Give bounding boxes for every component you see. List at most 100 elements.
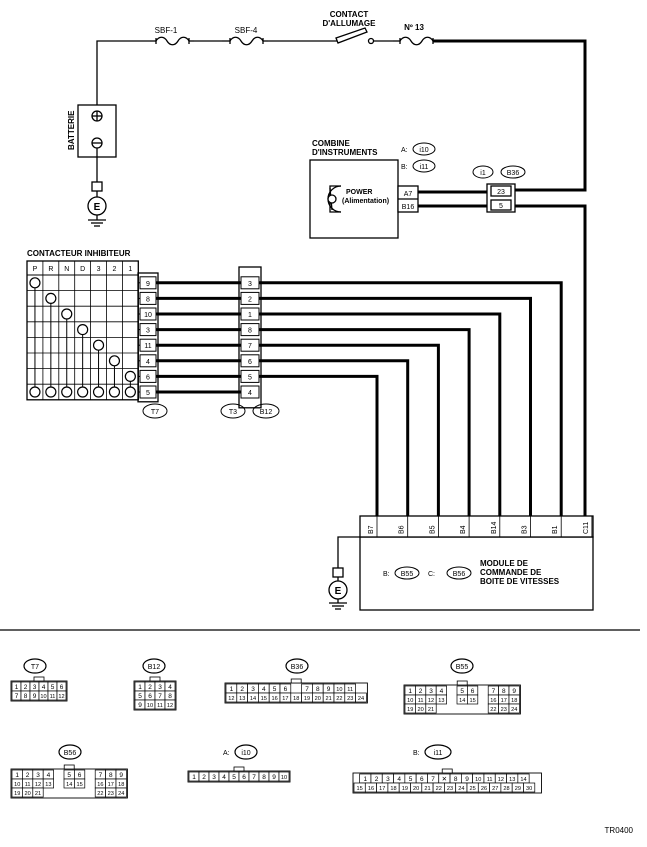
tcm-pin-label: B1 bbox=[552, 525, 559, 534]
module-label-3: BOITE DE VITESSES bbox=[480, 577, 560, 586]
connector-view-pin: 20 bbox=[315, 696, 321, 702]
inhibitor-position-label: N bbox=[64, 266, 69, 273]
connector-view-pin: 8 bbox=[316, 686, 320, 693]
connector-view-pin: 16 bbox=[368, 786, 374, 792]
power-label-1: POWER bbox=[346, 189, 372, 196]
footer-code: TR0400 bbox=[605, 826, 634, 835]
connector-view-pin: 1 bbox=[192, 774, 196, 781]
connector-view-id: i11 bbox=[434, 750, 443, 757]
fuse-13-label: Nº 13 bbox=[404, 23, 424, 32]
t7-pin: 8 bbox=[146, 296, 150, 303]
connector-view-pin: 15 bbox=[357, 786, 363, 792]
connector-view-pin: 10 bbox=[336, 687, 342, 693]
t3-pin: 5 bbox=[248, 374, 252, 381]
joint-conn-b36-oval bbox=[500, 165, 526, 179]
connector-view-pin: 7 bbox=[252, 774, 256, 781]
inhibitor-common-contact bbox=[124, 386, 136, 398]
connector-view-pin: 14 bbox=[459, 698, 465, 704]
connector-view-pin: 10 bbox=[40, 694, 46, 700]
connector-view-pin: 9 bbox=[33, 693, 37, 700]
connector-view-pin: 1 bbox=[363, 776, 367, 783]
connector-view-pin: 7 bbox=[15, 693, 19, 700]
connector-view-pin: 6 bbox=[242, 774, 246, 781]
t3-pin: 2 bbox=[248, 296, 252, 303]
t7-pin: 4 bbox=[146, 359, 150, 366]
connector-view-pin: 11 bbox=[157, 703, 163, 709]
connector-view-pin: 21 bbox=[428, 707, 434, 713]
inhibitor-contact bbox=[92, 339, 105, 351]
t7-pin: 10 bbox=[144, 312, 152, 319]
connector-view-pin: 22 bbox=[490, 707, 496, 713]
inhibitor-position-label: D bbox=[80, 266, 85, 273]
inhibitor-contact bbox=[29, 277, 41, 289]
t3-label: T3 bbox=[229, 409, 237, 416]
connector-view-id: B36 bbox=[291, 664, 304, 671]
connector-view-pin: 8 bbox=[24, 693, 28, 700]
t3-pin: 3 bbox=[248, 281, 252, 288]
t3-pin: 1 bbox=[248, 312, 252, 319]
connector-view-pin: 2 bbox=[240, 686, 244, 693]
connector-view-pin: 3 bbox=[158, 684, 162, 691]
t7-pin: 11 bbox=[144, 343, 151, 350]
connector-view-pin: 5 bbox=[51, 684, 55, 691]
connector-view-pin: 2 bbox=[24, 684, 28, 691]
connector-view-pin: 2 bbox=[148, 684, 152, 691]
connector-view-pin: 17 bbox=[379, 786, 385, 792]
fuse-sbf4 bbox=[222, 36, 268, 46]
module-conn-c: B56 bbox=[453, 571, 466, 578]
connector-view-pin: 1 bbox=[230, 686, 234, 693]
connector-view-pin: 20 bbox=[24, 791, 30, 797]
connector-view-pin: 7 bbox=[492, 688, 496, 695]
joint-conn-i1: i1 bbox=[480, 170, 486, 177]
connector-view-pin: 24 bbox=[358, 696, 364, 702]
connector-view-pin: 13 bbox=[509, 777, 515, 783]
connector-view-pin: 9 bbox=[138, 702, 142, 709]
connector-view-pin: 17 bbox=[282, 696, 288, 702]
combine-conn-a: i10 bbox=[419, 147, 428, 154]
joint-conn-b36: B36 bbox=[507, 170, 520, 177]
connector-view-pin: 23 bbox=[447, 786, 453, 792]
inhibitor-common-contact bbox=[108, 386, 121, 398]
connector-view-pin: 21 bbox=[35, 791, 41, 797]
tcm-pin-label: B6 bbox=[399, 525, 406, 534]
connector-view-pin: 12 bbox=[428, 698, 434, 704]
combine-conn-b: i11 bbox=[420, 164, 429, 171]
inhibitor-title: CONTACTEUR INHIBITEUR bbox=[27, 249, 131, 258]
tcm-pin-label: B5 bbox=[429, 525, 436, 534]
inhibitor-harness bbox=[138, 281, 563, 516]
t3-pin: 6 bbox=[248, 359, 252, 366]
connector-view-pin: 5 bbox=[273, 686, 277, 693]
t7-pin: 5 bbox=[146, 390, 150, 397]
connector-view-pin: 24 bbox=[458, 786, 464, 792]
connector-view-pin: 2 bbox=[202, 774, 206, 781]
t7-pin: 9 bbox=[146, 281, 150, 288]
connector-view-pin: 1 bbox=[15, 684, 19, 691]
connector-view-pin: 19 bbox=[14, 791, 20, 797]
connector-view-pin: 3 bbox=[429, 688, 433, 695]
connector-view-pin: 11 bbox=[50, 694, 56, 700]
connector-view-pin: 22 bbox=[97, 791, 103, 797]
connector-view-id: B12 bbox=[148, 664, 161, 671]
connector-view-pin: 3 bbox=[212, 774, 216, 781]
power-supply-circuit bbox=[96, 39, 587, 192]
connector-view-pin: 15 bbox=[76, 782, 82, 788]
connector-view-pin: 4 bbox=[397, 776, 401, 783]
connector-view-pin: ✕ bbox=[442, 776, 447, 783]
connector-view-pin: 12 bbox=[228, 696, 234, 702]
connector-view-pin: 20 bbox=[413, 786, 419, 792]
connector-view-pin: 2 bbox=[375, 776, 379, 783]
inhibitor-common-contact bbox=[29, 386, 41, 398]
t3-pin: 8 bbox=[248, 328, 252, 335]
connector-view-pin: 1 bbox=[408, 688, 412, 695]
tcm-pin-label: B3 bbox=[522, 525, 529, 534]
combine-pin-b16: B16 bbox=[402, 204, 415, 211]
connector-view-pin: 5 bbox=[67, 772, 71, 779]
connector-view-prefix: A: bbox=[223, 750, 230, 757]
connector-view-pin: 10 bbox=[147, 703, 153, 709]
